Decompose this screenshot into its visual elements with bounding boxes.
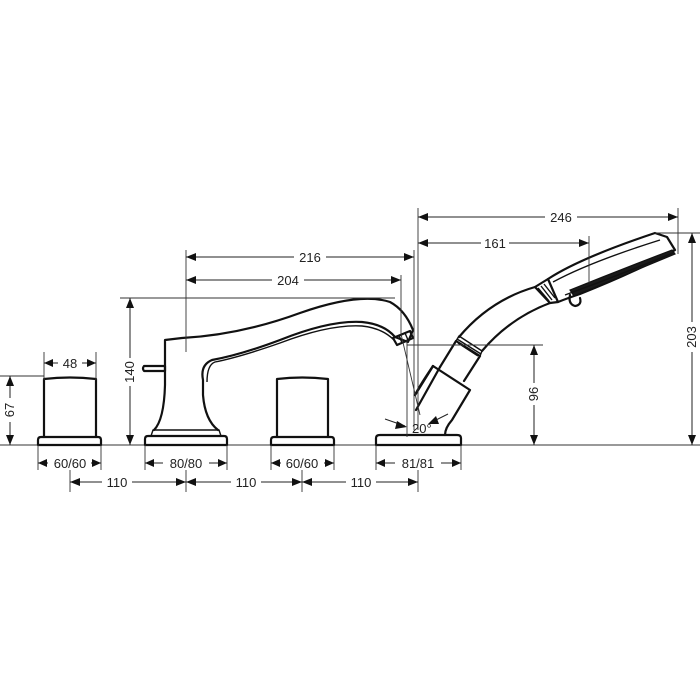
dim-label: 48 <box>63 356 77 371</box>
dim-label: 203 <box>684 326 699 348</box>
dim-label: 204 <box>277 273 299 288</box>
dim-label: 96 <box>526 387 541 401</box>
dim-label: 140 <box>122 361 137 383</box>
dim-label: 110 <box>236 475 257 490</box>
dim-label: 216 <box>299 250 321 265</box>
dim-shower-angle: 20° <box>384 333 449 437</box>
dim-shower-handle-length: 161 <box>418 235 590 283</box>
dim-label: 60/60 <box>286 456 319 471</box>
dim-left-rosette: 60/60 <box>37 445 102 471</box>
dim-spout-rosette: 80/80 <box>144 445 228 471</box>
dim-label: 110 <box>351 475 372 490</box>
hand-shower <box>374 231 677 447</box>
dim-label: 80/80 <box>170 456 203 471</box>
dim-spout-reach-inner: 204 <box>186 272 402 334</box>
dim-label: 161 <box>484 236 506 251</box>
dim-shower-height: 203 <box>655 232 700 445</box>
dim-left-handle-width: 48 <box>43 352 97 380</box>
dim-right-rosette: 60/60 <box>270 445 335 471</box>
dim-label: 20° <box>412 421 432 436</box>
left-handle <box>36 376 103 447</box>
dim-label: 67 <box>2 403 17 417</box>
dim-spacing-row: 110 110 110 <box>69 470 419 492</box>
dim-shower-length: 246 <box>417 208 679 430</box>
dim-spout-reach-outer: 216 <box>185 249 415 430</box>
spout <box>141 262 415 447</box>
right-handle <box>269 376 336 447</box>
dim-label: 246 <box>550 210 572 225</box>
dim-label: 81/81 <box>402 456 435 471</box>
dim-shower-holder-height: 96 <box>407 344 543 445</box>
dim-label: 110 <box>107 475 128 490</box>
dim-label: 60/60 <box>54 456 87 471</box>
dim-shower-rosette: 81/81 <box>375 445 462 471</box>
dim-spout-height: 140 <box>120 297 395 445</box>
dim-left-handle-height: 67 <box>0 375 44 445</box>
